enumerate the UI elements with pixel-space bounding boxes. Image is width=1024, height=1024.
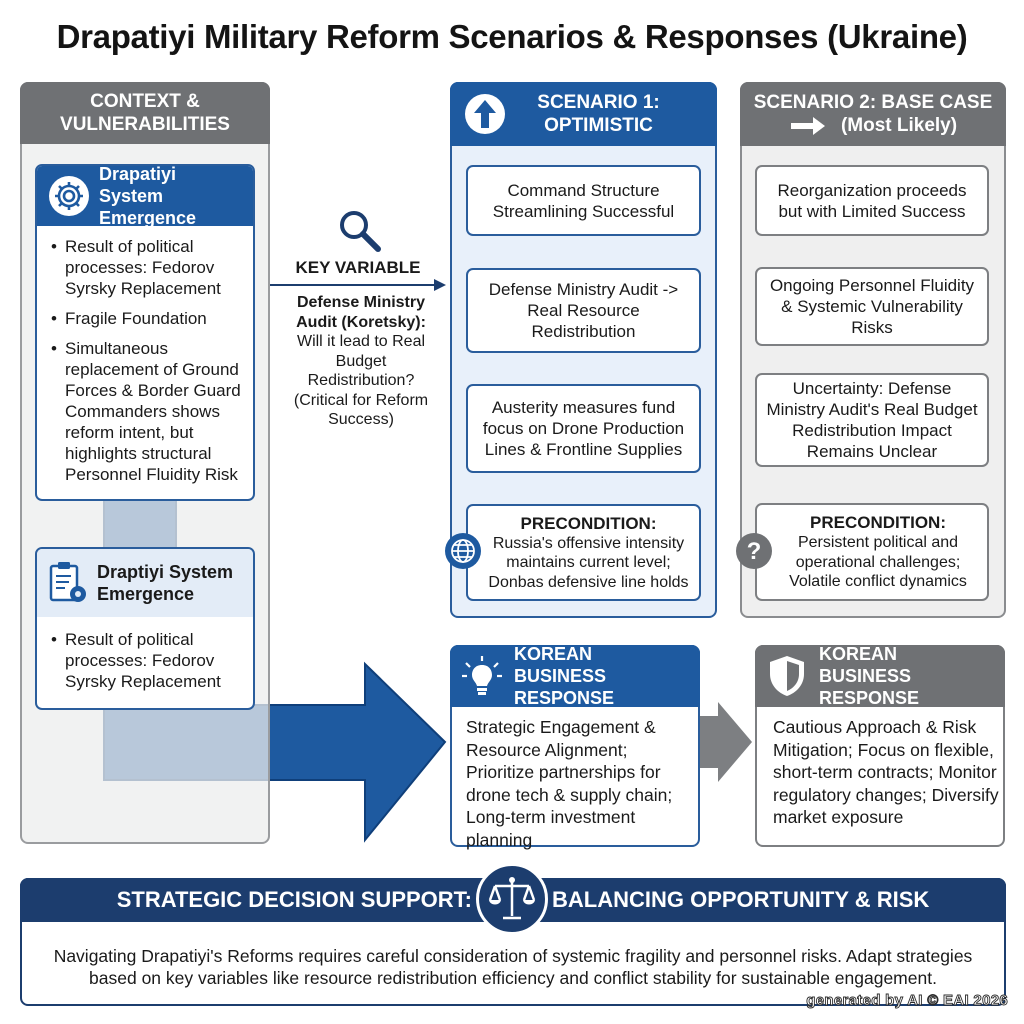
- up-arrow-icon: [465, 94, 505, 134]
- context-card1-title: Drapatiyi System Emergence: [99, 164, 197, 228]
- scenario1-step-3: Austerity measures fund focus on Drone P…: [466, 384, 701, 473]
- scenario1-precondition-label: PRECONDITION:: [520, 513, 657, 533]
- response2-header-text: KOREAN BUSINESS RESPONSE: [819, 644, 920, 708]
- scenario2-precondition-text: Persistent political and operational cha…: [789, 534, 967, 591]
- question-icon: ?: [736, 533, 772, 569]
- context-card2-title: Draptiyi System Emergence: [97, 562, 234, 604]
- scenario1-precondition-text: Russia's offensive intensity maintains c…: [488, 534, 689, 591]
- scenario2-precondition-label: PRECONDITION:: [810, 513, 946, 533]
- scenario2-subheader: (Most Likely): [789, 114, 957, 137]
- context-card1-header: Drapatiyi System Emergence: [37, 164, 253, 228]
- response1-text: Strategic Engagement & Resource Alignmen…: [466, 717, 673, 850]
- response2-header: KOREAN BUSINESS RESPONSE: [755, 644, 1005, 708]
- shield-icon: [770, 656, 804, 696]
- context-card2-header: Draptiyi System Emergence: [37, 549, 253, 617]
- scenario2-step-3: Uncertainty: Defense Ministry Audit's Re…: [755, 373, 989, 467]
- scenario1-header: SCENARIO 1: OPTIMISTIC: [450, 82, 717, 146]
- context-card1-bullet: Fragile Foundation: [51, 308, 243, 329]
- response1-header-text: KOREAN BUSINESS RESPONSE: [514, 644, 615, 708]
- magnifier-icon: [340, 211, 381, 252]
- context-card2-bullet: Result of political processes: Fedorov S…: [51, 629, 243, 692]
- scenario2-precondition: PRECONDITION: Persistent political and o…: [755, 503, 989, 601]
- context-card2-bullets: Result of political processes: Fedorov S…: [37, 617, 253, 692]
- page-title: Drapatiyi Military Reform Scenarios & Re…: [56, 18, 968, 55]
- scenario1-precondition: PRECONDITION: Russia's offensive intensi…: [466, 504, 701, 601]
- svg-text:?: ?: [747, 538, 762, 565]
- key-variable-question: Will it lead to Real Budget Redistributi…: [293, 333, 429, 428]
- scenario2-header: SCENARIO 2: BASE CASE (Most Likely): [740, 82, 1006, 146]
- scenario1-header-text: SCENARIO 1: OPTIMISTIC: [537, 92, 660, 136]
- response2-text: Cautious Approach & Risk Mitigation; Foc…: [773, 717, 999, 827]
- context-card-system-emergence: Drapatiyi System Emergence Result of pol…: [35, 164, 255, 501]
- gear-icon: [49, 176, 89, 216]
- scenario2-step-2: Ongoing Personnel Fluidity & Systemic Vu…: [755, 267, 989, 346]
- strategic-header-left: STRATEGIC DECISION SUPPORT:: [116, 887, 472, 912]
- scales-icon: [488, 877, 536, 920]
- strategic-body: Navigating Drapatiyi's Reforms requires …: [53, 946, 973, 988]
- globe-icon: [445, 533, 481, 569]
- scenario2-subheader-text: (Most Likely): [840, 115, 958, 136]
- context-header: CONTEXT & VULNERABILITIES: [20, 82, 270, 144]
- key-variable-text-block: Defense Ministry Audit (Koretsky): Will …: [282, 293, 440, 430]
- scenario1-step-1: Command Structure Streamlining Successfu…: [466, 165, 701, 236]
- key-variable-label: KEY VARIABLE: [295, 258, 421, 277]
- scales-icon-wrap: [476, 863, 548, 935]
- strategic-header-right: BALANCING OPPORTUNITY & RISK: [552, 887, 930, 912]
- context-card1-bullet: Simultaneous replacement of Ground Force…: [51, 338, 243, 485]
- context-card1-bullet: Result of political processes: Fedorov S…: [51, 236, 243, 299]
- context-card1-bullets: Result of political processes: Fedorov S…: [37, 226, 253, 485]
- watermark: generated by AI © EAI 2026: [806, 992, 1008, 1010]
- response-to-response-arrow: [700, 702, 752, 782]
- key-variable-title: Defense Ministry Audit (Koretsky):: [296, 294, 426, 331]
- clipboard-gear-icon: [49, 562, 86, 602]
- scenario1-step-2: Defense Ministry Audit -> Real Resource …: [466, 268, 701, 353]
- scenario2-header-text: SCENARIO 2: BASE CASE: [753, 92, 993, 113]
- context-card-system-emergence-2: Draptiyi System Emergence Result of poli…: [35, 547, 255, 710]
- response1-header: KOREAN BUSINESS RESPONSE: [450, 644, 700, 708]
- lightbulb-icon: [462, 656, 502, 695]
- right-arrow-icon: [790, 116, 825, 135]
- scenario2-step-1: Reorganization proceeds but with Limited…: [755, 165, 989, 236]
